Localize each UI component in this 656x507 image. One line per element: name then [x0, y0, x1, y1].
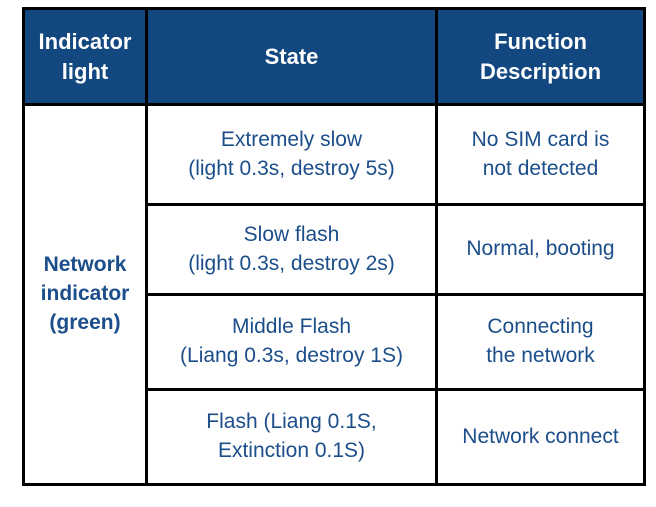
column-header-function-description: Function Description [435, 7, 646, 106]
state-cell: Extremely slow (light 0.3s, destroy 5s) [145, 103, 438, 206]
column-header-indicator-light: Indicator light [22, 7, 148, 106]
function-description-cell: Network connect [435, 388, 646, 486]
function-description-cell: Connecting the network [435, 293, 646, 391]
table-row: Flash (Liang 0.1S, Extinction 0.1S) Netw… [24, 388, 646, 486]
state-cell: Middle Flash (Liang 0.3s, destroy 1S) [145, 293, 438, 391]
table-row: Slow flash (light 0.3s, destroy 2s) Norm… [24, 203, 646, 296]
indicator-name-cell: Network indicator (green) [22, 103, 148, 486]
table-row: Middle Flash (Liang 0.3s, destroy 1S) Co… [24, 293, 646, 391]
indicator-light-table: Indicator light State Function Descripti… [22, 7, 646, 486]
function-description-cell: Normal, booting [435, 203, 646, 296]
state-cell: Flash (Liang 0.1S, Extinction 0.1S) [145, 388, 438, 486]
state-cell: Slow flash (light 0.3s, destroy 2s) [145, 203, 438, 296]
function-description-cell: No SIM card is not detected [435, 103, 646, 206]
table-row: Network indicator (green) Extremely slow… [22, 103, 646, 486]
indicator-table-container: Indicator light State Function Descripti… [22, 7, 656, 486]
column-header-state: State [145, 7, 438, 106]
table-header-row: Indicator light State Function Descripti… [22, 7, 646, 106]
